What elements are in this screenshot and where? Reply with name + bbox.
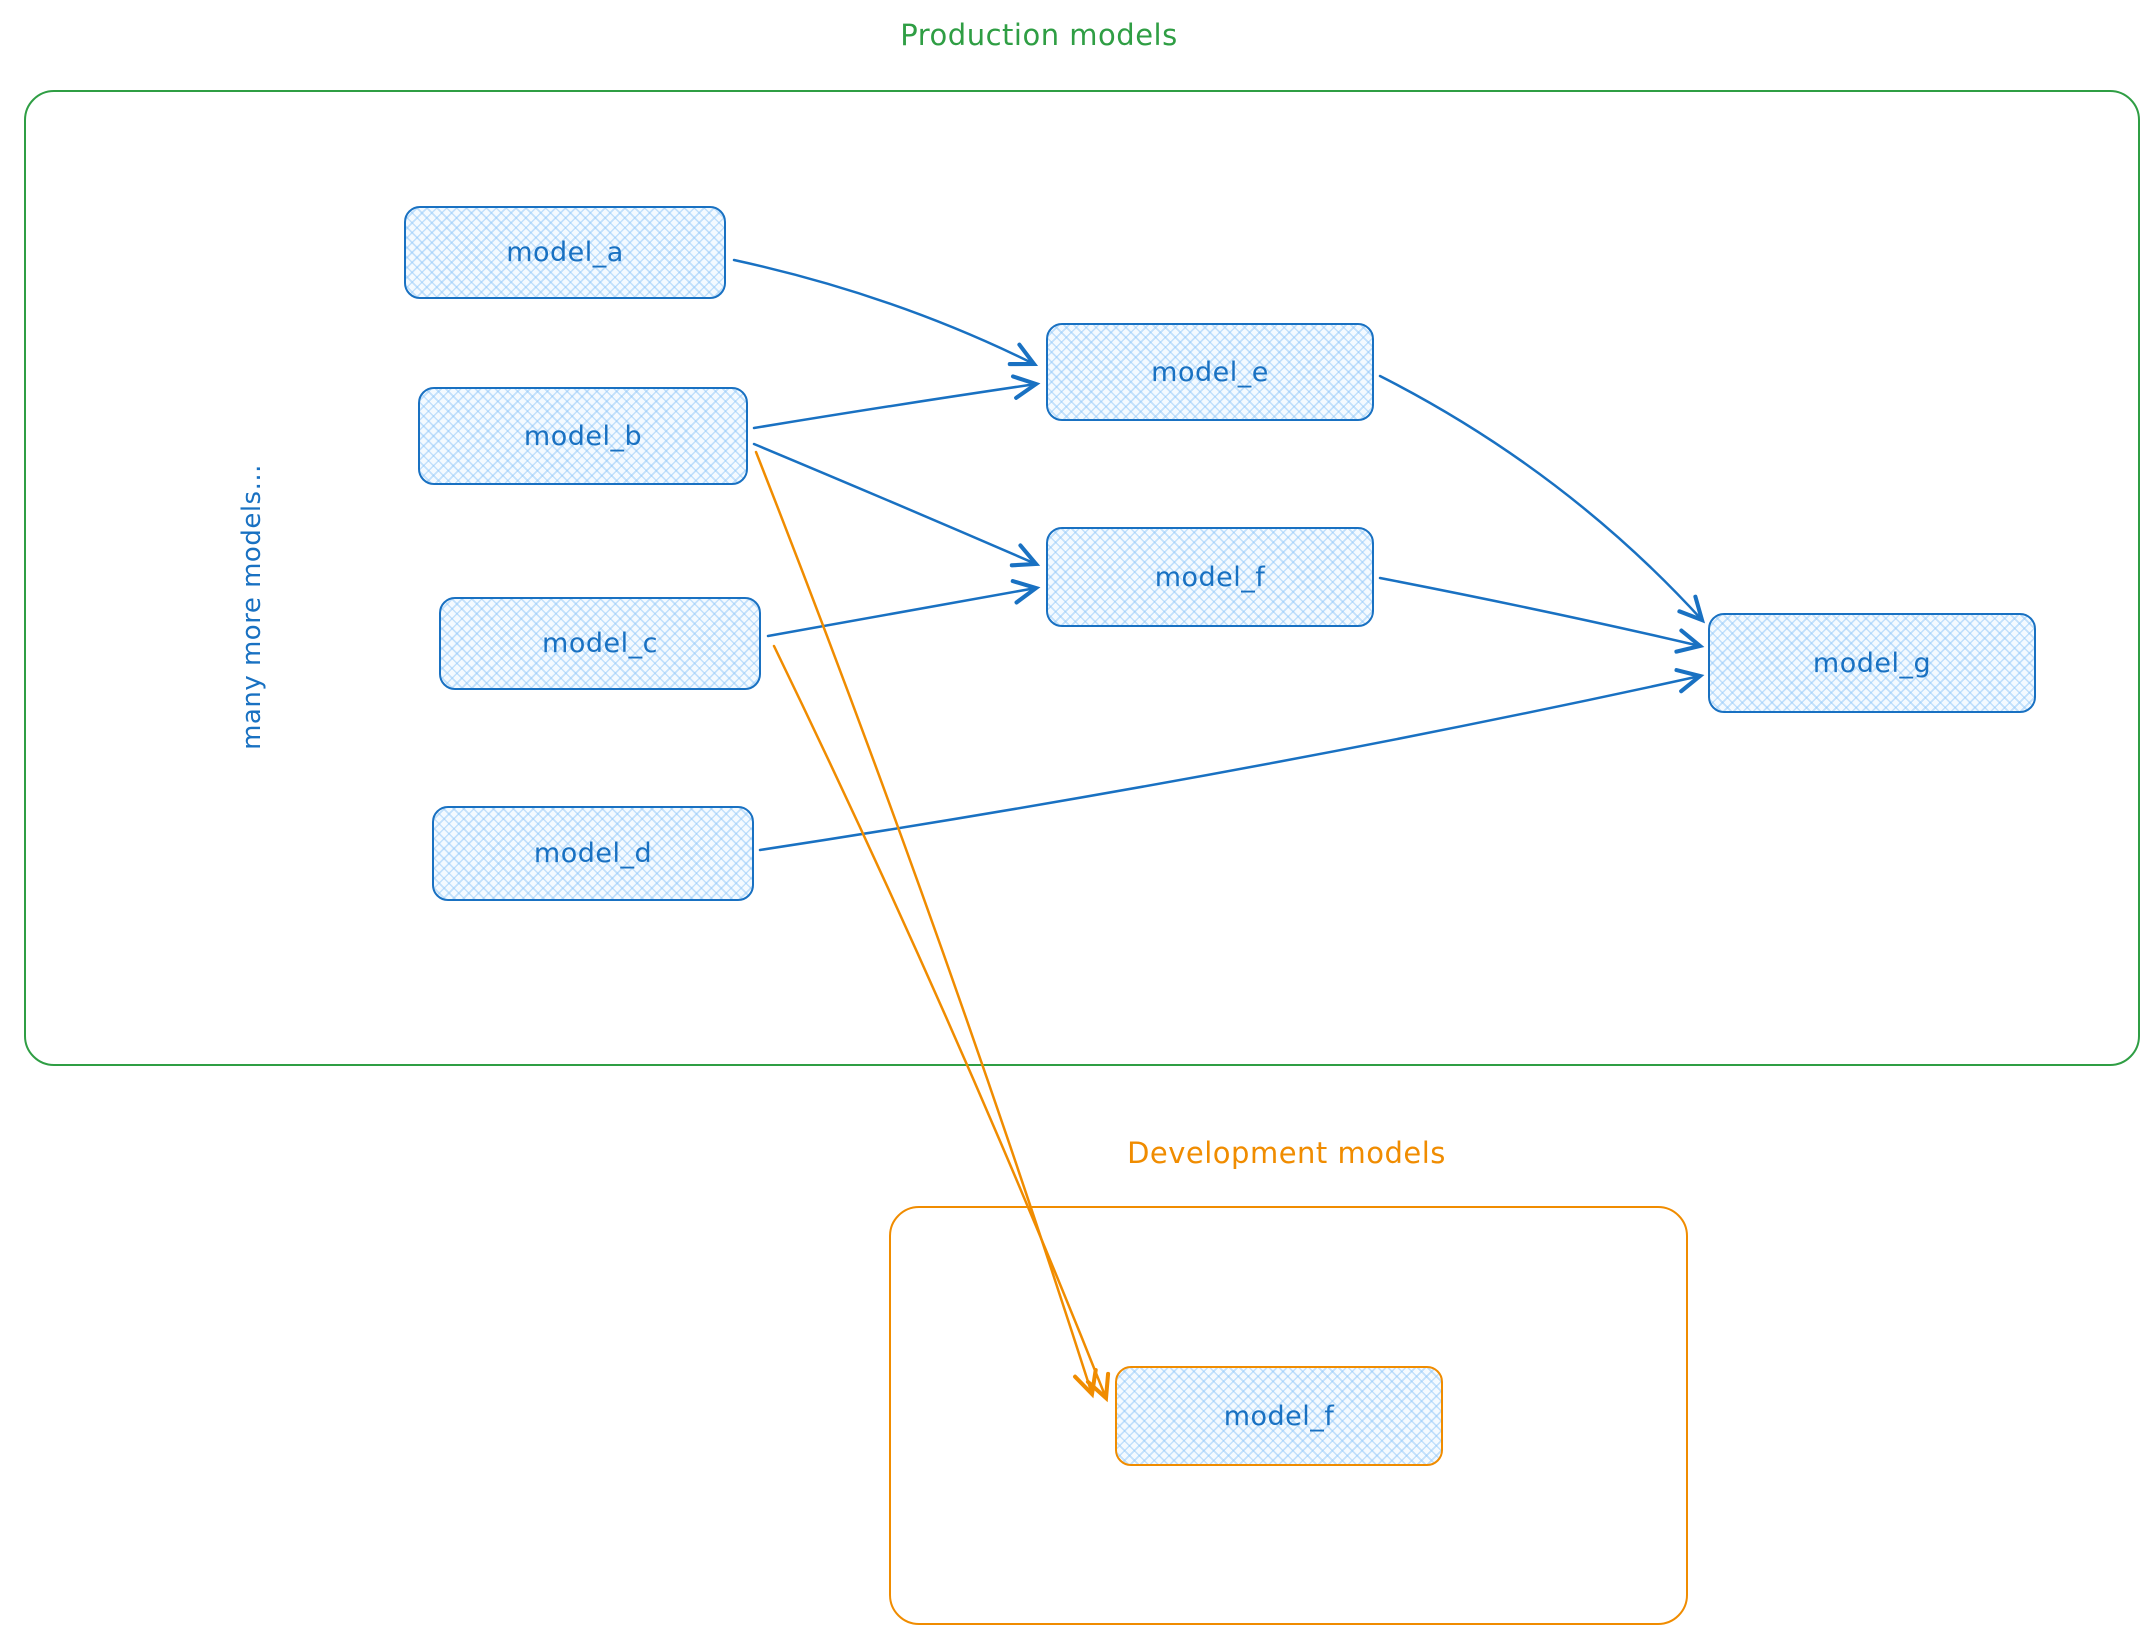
node-model-a-label: model_a bbox=[506, 237, 624, 268]
node-model-f: model_f bbox=[1046, 527, 1374, 627]
production-title: Production models bbox=[900, 18, 1178, 52]
node-model-e: model_e bbox=[1046, 323, 1374, 421]
node-model-e-label: model_e bbox=[1151, 356, 1269, 388]
node-model-f-dev-label: model_f bbox=[1223, 1400, 1335, 1432]
node-model-a: model_a bbox=[404, 206, 726, 299]
many-more-models-note: many more models... bbox=[237, 464, 267, 750]
node-model-b: model_b bbox=[418, 387, 748, 485]
node-model-c: model_c bbox=[439, 597, 761, 690]
node-model-f-label: model_f bbox=[1154, 561, 1266, 593]
development-frame bbox=[889, 1206, 1688, 1625]
development-title: Development models bbox=[1127, 1136, 1446, 1170]
node-model-b-label: model_b bbox=[523, 420, 643, 452]
node-model-g: model_g bbox=[1708, 613, 2036, 713]
node-model-d: model_d bbox=[432, 806, 754, 901]
node-model-c-label: model_c bbox=[542, 628, 658, 659]
node-model-f-dev: model_f bbox=[1115, 1366, 1443, 1466]
node-model-d-label: model_d bbox=[533, 838, 653, 869]
node-model-g-label: model_g bbox=[1812, 647, 1932, 679]
